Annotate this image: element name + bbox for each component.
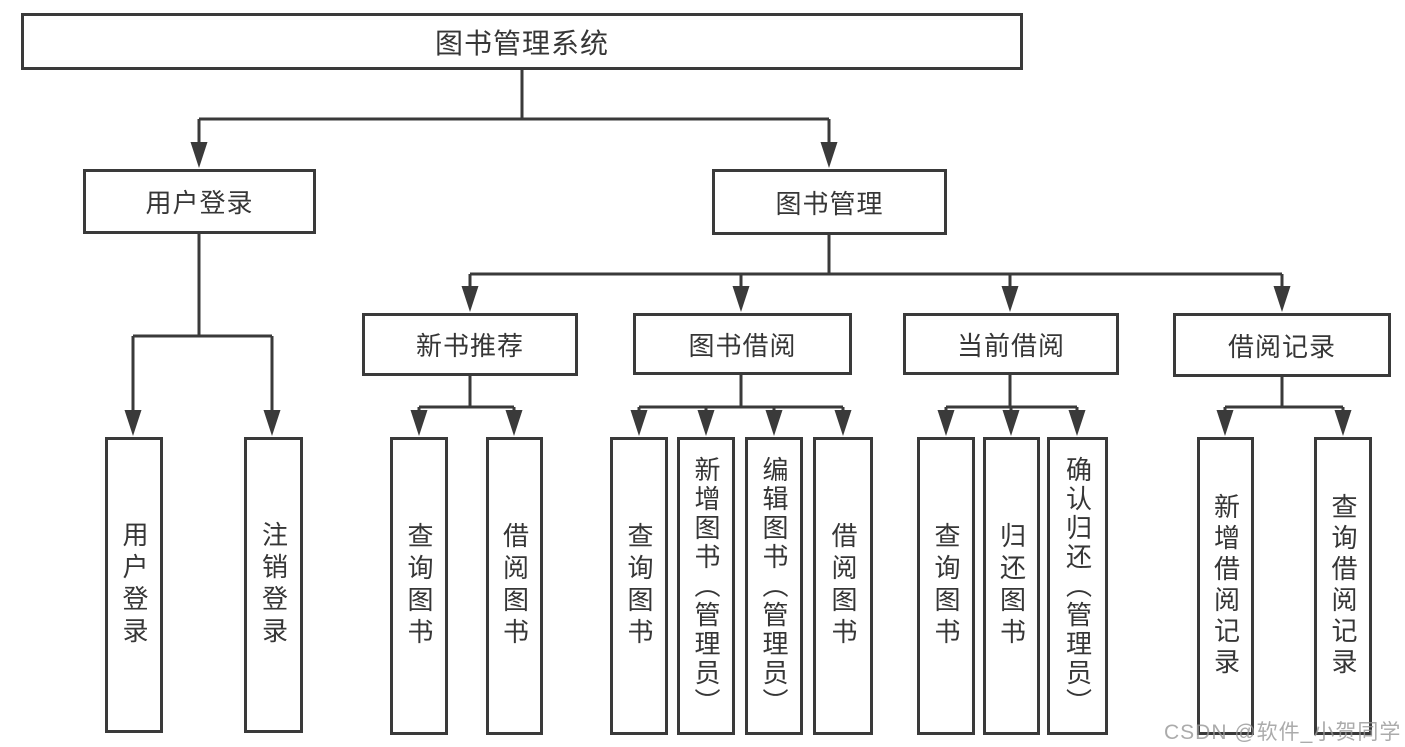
arrowhead-icon <box>1273 286 1291 312</box>
arrowhead-icon <box>461 286 479 312</box>
node-root: 图书管理系统 <box>21 13 1023 70</box>
leaf-nbr-query-books-label: 查询图书 <box>404 522 434 650</box>
arrowhead-icon <box>937 410 955 436</box>
leaf-user-login-label: 用户登录 <box>119 521 149 649</box>
leaf-bb-add-books: 新增图书（管理员） <box>677 437 735 735</box>
arrowhead-icon <box>765 410 783 436</box>
arrowhead-icon <box>1334 410 1352 436</box>
leaf-bb-borrow-books: 借阅图书 <box>813 437 873 735</box>
arrowhead-icon <box>263 410 281 436</box>
watermark: CSDN @软件_小贺同学 <box>1164 721 1402 744</box>
leaf-br-query-record: 查询借阅记录 <box>1314 437 1372 735</box>
arrowhead-icon <box>1068 410 1086 436</box>
leaf-bb-edit-books-label: 编辑图书（管理员） <box>759 455 789 717</box>
arrowhead-icon <box>190 142 208 168</box>
arrowhead-icon <box>732 286 750 312</box>
arrowhead-icon <box>630 410 648 436</box>
leaf-br-query-record-label: 查询借阅记录 <box>1328 493 1358 679</box>
arrowhead-icon <box>697 410 715 436</box>
node-user-login-label: 用户登录 <box>145 188 254 218</box>
leaf-cb-query-books: 查询图书 <box>917 437 975 735</box>
arrowhead-icon <box>1002 410 1020 436</box>
leaf-nbr-borrow-books: 借阅图书 <box>486 437 543 735</box>
node-root-label: 图书管理系统 <box>434 27 609 59</box>
leaf-br-add-record: 新增借阅记录 <box>1197 437 1254 735</box>
arrowhead-icon <box>820 142 838 168</box>
node-new-book-rec-label: 新书推荐 <box>415 331 524 361</box>
leaf-bb-query-books-label: 查询图书 <box>624 522 654 650</box>
leaf-bb-add-books-label: 新增图书（管理员） <box>691 455 721 717</box>
node-borrow-record-label: 借阅记录 <box>1227 331 1336 362</box>
leaf-nbr-query-books: 查询图书 <box>390 437 448 735</box>
node-current-borrow: 当前借阅 <box>903 313 1119 375</box>
arrowhead-icon <box>1001 286 1019 312</box>
node-current-borrow-label: 当前借阅 <box>956 330 1065 361</box>
arrowhead-icon <box>410 410 428 436</box>
node-borrow-record: 借阅记录 <box>1173 313 1391 377</box>
leaf-bb-edit-books: 编辑图书（管理员） <box>745 437 803 735</box>
leaf-cb-confirm-return: 确认归还（管理员） <box>1047 437 1108 735</box>
leaf-logout-label: 注销登录 <box>258 521 289 649</box>
node-book-borrow-label: 图书借阅 <box>688 330 797 361</box>
leaf-cb-return-books-label: 归还图书 <box>996 522 1027 650</box>
node-book-mgmt-label: 图书管理 <box>775 188 884 219</box>
arrowhead-icon <box>124 410 142 436</box>
node-book-borrow: 图书借阅 <box>633 313 852 375</box>
leaf-cb-query-books-label: 查询图书 <box>931 522 961 650</box>
leaf-br-add-record-label: 新增借阅记录 <box>1210 493 1241 679</box>
node-new-book-rec: 新书推荐 <box>362 313 578 376</box>
arrowhead-icon <box>505 410 523 436</box>
arrowhead-icon <box>834 410 852 436</box>
node-book-mgmt: 图书管理 <box>712 169 947 235</box>
leaf-bb-borrow-books-label: 借阅图书 <box>828 522 858 650</box>
arrowhead-icon <box>1216 410 1234 436</box>
leaf-logout: 注销登录 <box>244 437 303 733</box>
leaf-bb-query-books: 查询图书 <box>610 437 668 735</box>
leaf-nbr-borrow-books-label: 借阅图书 <box>499 522 530 650</box>
leaf-cb-return-books: 归还图书 <box>983 437 1040 735</box>
leaf-user-login: 用户登录 <box>105 437 163 733</box>
leaf-cb-confirm-return-label: 确认归还（管理员） <box>1062 455 1093 717</box>
node-user-login: 用户登录 <box>83 169 316 234</box>
